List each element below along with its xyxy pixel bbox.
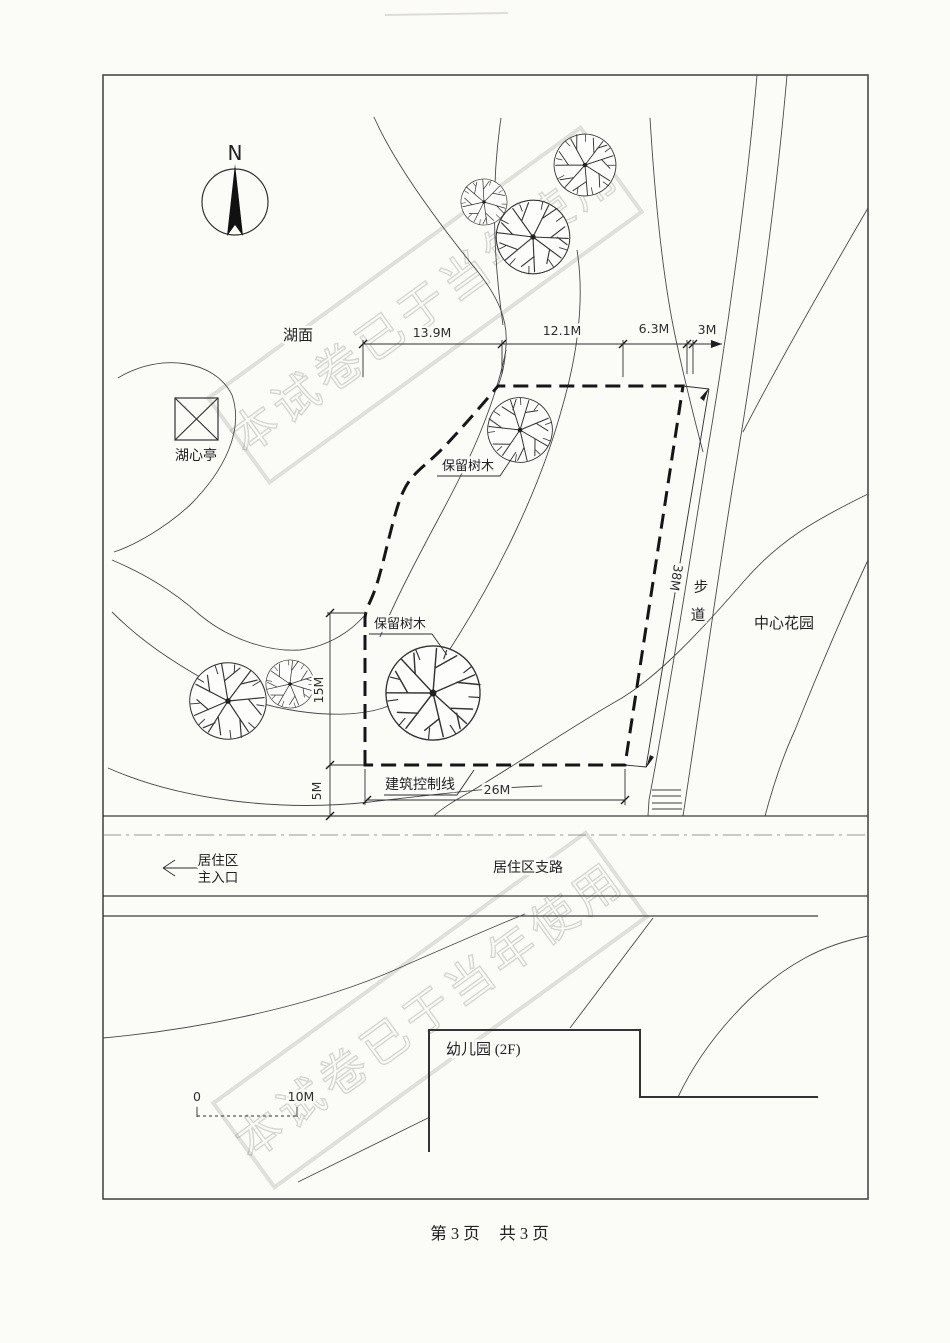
kindergarten-label: 幼儿园 (2F): [446, 1041, 521, 1058]
preserved-tree-label: 保留树木: [442, 458, 494, 473]
north-arrow: N: [201, 141, 269, 236]
building-control-line-label-group: 建筑控制线: [383, 769, 475, 796]
preserved-tree-symbol: [368, 628, 498, 758]
lake-label: 湖面: [283, 327, 313, 344]
preserved-tree-label-top: 保留树木: [437, 451, 517, 477]
building-control-line-label: 建筑控制线: [385, 777, 455, 793]
top-dimension-chain: 13.9M 12.1M 6.3M 3M: [358, 319, 722, 377]
north-label: N: [228, 141, 243, 165]
scale-zero-label: 0: [193, 1089, 201, 1104]
entrance-label-line1: 居住区: [198, 853, 239, 868]
dimension-5m: 5M: [309, 782, 324, 801]
label-leader-line: [437, 451, 517, 477]
label-leader-line: [369, 633, 448, 656]
dimension-12-1m: 12.1M: [543, 323, 582, 338]
footpath-steps: [652, 789, 682, 810]
dimension-38m: 38M: [667, 563, 686, 592]
footpath-edges: [647, 74, 788, 817]
lake-pavilion-symbol: [174, 397, 219, 441]
preserved-tree-label-bottom: 保留树木: [369, 614, 448, 656]
page-number-current: 第 3 页: [430, 1224, 480, 1243]
watermark-text: 本试卷已于当年使用: [226, 852, 635, 1168]
preserved-tree-label: 保留树木: [374, 616, 426, 631]
dimension-arrowhead: [700, 388, 709, 401]
pavilion-label: 湖心亭: [175, 447, 217, 464]
dimension-6-3m: 6.3M: [639, 321, 670, 336]
dimension-26m: 26M: [484, 782, 511, 797]
branch-road-label: 居住区支路: [493, 860, 563, 876]
scan-artifact: [384, 12, 509, 16]
scale-bar: 0 10M: [191, 1087, 317, 1117]
dimension-38m-group: 38M: [624, 385, 710, 768]
central-garden-label: 中心花园: [754, 615, 814, 632]
building-control-line-boundary: [363, 384, 685, 767]
scale-ten-label: 10M: [288, 1089, 315, 1104]
entrance-label-line2: 主入口: [198, 870, 239, 885]
drawing-frame: [102, 74, 869, 1200]
dimension-arrowhead: [711, 340, 722, 348]
kindergarten-area: [102, 913, 869, 1183]
watermark-text: 本试卷已于当年使用: [221, 147, 630, 463]
dimension-15m: 15M: [311, 677, 326, 704]
tree-symbol: [178, 651, 278, 751]
footpath-label-char2: 道: [691, 607, 706, 624]
dimension-13-9m: 13.9M: [413, 325, 452, 340]
left-arrow-icon: [162, 859, 176, 877]
kindergarten-building-outline: [428, 1029, 818, 1152]
label-leader-line: [384, 769, 475, 796]
main-entrance-callout: 居住区 主入口: [162, 851, 241, 888]
footpath-label-char1: 步: [694, 579, 709, 596]
residential-road: [103, 815, 868, 917]
page-number-total: 共 3 页: [499, 1224, 549, 1243]
north-arrow-needle: [227, 164, 243, 236]
dimension-3m: 3M: [698, 322, 717, 337]
left-vertical-dimensions: 15M 5M: [307, 608, 367, 821]
pavilion-island-shore: [113, 362, 236, 553]
page-footer: 第 3 页 共 3 页: [430, 1224, 549, 1243]
dimension-26m-group: 26M: [362, 769, 630, 805]
dimension-arrowhead: [646, 755, 654, 768]
